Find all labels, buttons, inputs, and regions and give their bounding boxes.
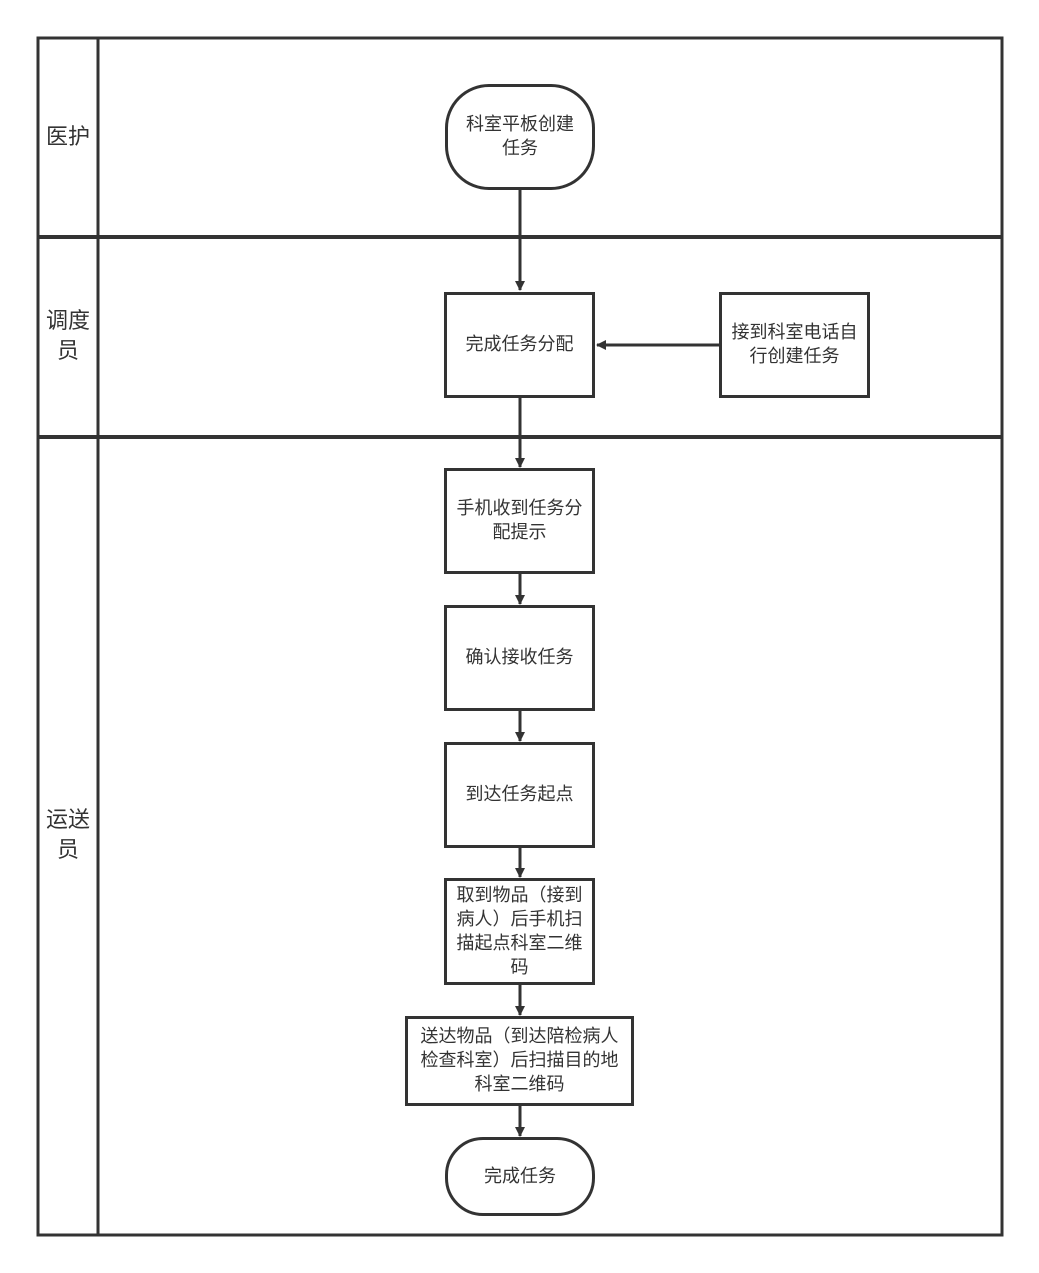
node-pickup: 取到物品（接到病人）后手机扫描起点科室二维码 [444, 878, 595, 985]
lane-label-medical: 医护 [45, 124, 90, 150]
diagram-frame [36, 36, 1004, 1237]
lane-label-dispatcher: 调度员 [45, 309, 90, 364]
node-arrive: 到达任务起点 [444, 742, 595, 848]
node-notify: 手机收到任务分配提示 [444, 468, 595, 574]
node-assign: 完成任务分配 [444, 292, 595, 398]
node-start: 科室平板创建任务 [445, 84, 595, 190]
node-phone-create: 接到科室电话自行创建任务 [719, 292, 870, 398]
node-accept: 确认接收任务 [444, 605, 595, 711]
lane-label-transporter: 运送员 [45, 808, 90, 863]
node-end: 完成任务 [445, 1137, 595, 1216]
node-deliver: 送达物品（到达陪检病人检查科室）后扫描目的地科室二维码 [405, 1016, 634, 1106]
